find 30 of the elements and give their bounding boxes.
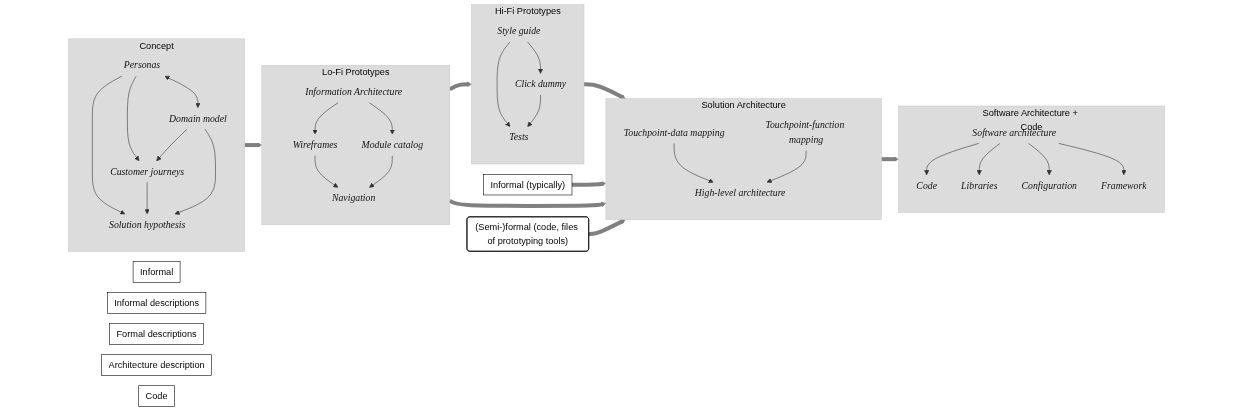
- arrow: [572, 181, 607, 187]
- node-text: Configuration: [1021, 180, 1077, 192]
- node-text: Information Architecture: [305, 86, 403, 98]
- node-text: Framework: [1101, 180, 1147, 192]
- node-text: Code: [916, 180, 937, 192]
- node-text: Personas: [123, 59, 161, 71]
- arrow: [448, 199, 607, 208]
- node-text: Navigation: [331, 192, 376, 204]
- node-text: Customer journeys: [110, 166, 185, 177]
- node-text: Touchpoint-function mapping: [765, 119, 845, 146]
- node-text: Click dummy: [514, 78, 567, 90]
- node-text: High-level architecture: [694, 187, 786, 199]
- arrow: [583, 82, 626, 100]
- node-text: Style guide: [497, 25, 541, 37]
- node-text: Module catalog: [361, 139, 424, 151]
- node-box: Formal descriptions: [109, 323, 204, 345]
- arrow: [880, 156, 899, 162]
- node-box: Code: [138, 385, 175, 407]
- node-box: Informal descriptions: [107, 292, 207, 314]
- arrow: [448, 81, 472, 92]
- node-text: Solution hypothesis: [109, 219, 186, 231]
- node-text: Domain model: [169, 112, 227, 124]
- node-text: Touchpoint-data mapping: [623, 127, 725, 138]
- node-box: Informal: [132, 261, 181, 283]
- node-text: Tests: [509, 131, 529, 143]
- node-text: Libraries: [961, 180, 998, 192]
- node-box: Informal (typically): [483, 174, 573, 196]
- node-text: Wireframes: [292, 139, 338, 151]
- node-box: Architecture description: [101, 354, 212, 376]
- arrow: [588, 218, 626, 237]
